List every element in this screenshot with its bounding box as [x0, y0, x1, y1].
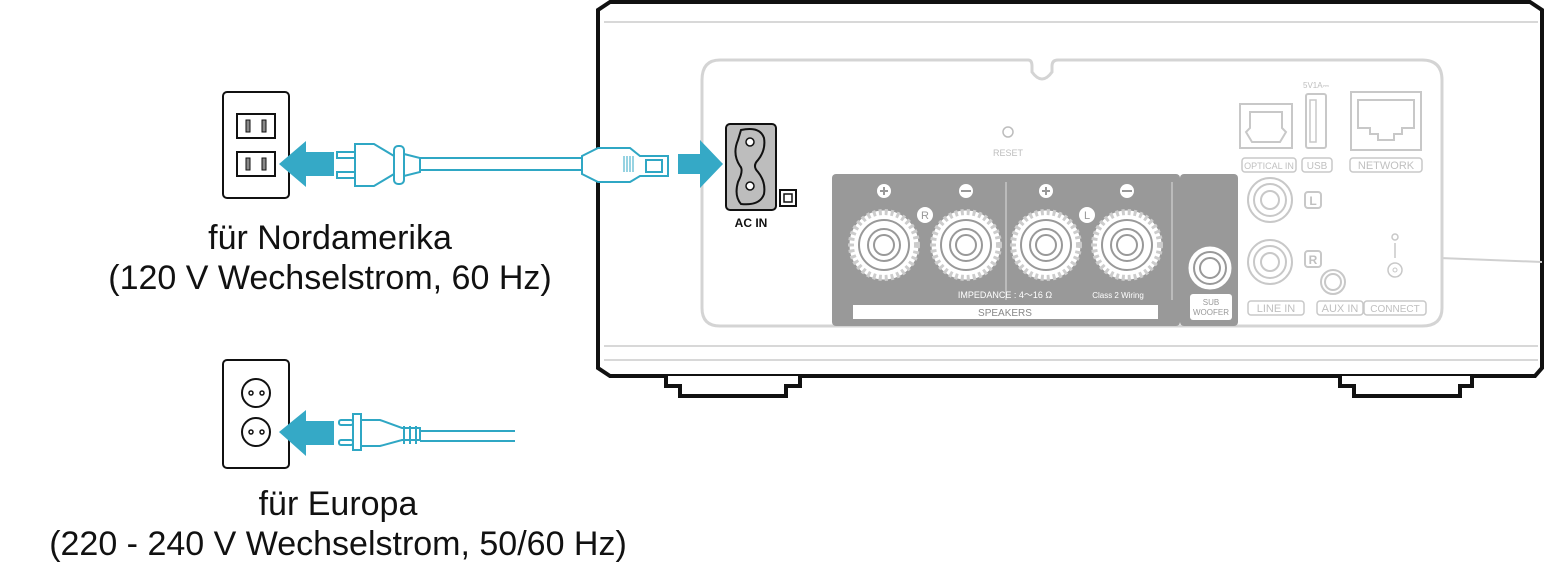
arrow-left-icon	[279, 141, 334, 187]
line-in-label-box	[1247, 300, 1305, 316]
right-channel-badge	[917, 207, 933, 223]
optical-port-shape	[1244, 111, 1288, 143]
arrow-left-icon	[279, 410, 334, 456]
optical-in-label: OPTICAL IN	[1244, 161, 1294, 171]
device-rear-panel: AC IN RESET	[596, 0, 1544, 398]
speaker-terminal-right-plus[interactable]	[848, 209, 920, 281]
class2-wiring-label: Class 2 Wiring	[1092, 291, 1144, 300]
connect-led-icon	[1391, 233, 1399, 241]
iec-connector-grip	[623, 156, 634, 172]
ac-in-socket[interactable]: AC IN	[725, 123, 797, 230]
reset-hole-icon[interactable]	[1002, 126, 1014, 138]
aux-in-jack[interactable]	[1320, 269, 1346, 295]
network-label-box	[1349, 157, 1423, 173]
double-insulation-icon-inner	[783, 193, 793, 203]
plug-strain-relief	[403, 152, 421, 178]
usb-tongue	[1309, 99, 1317, 143]
subwoofer-label-box	[1190, 294, 1232, 320]
network-port[interactable]	[1350, 91, 1422, 151]
caption-europe-line1: für Europa	[258, 485, 418, 523]
left-channel-badge-text: L	[1084, 210, 1090, 222]
outlet-plate	[222, 91, 290, 199]
polarity-marks	[877, 184, 1134, 198]
aux-in-label-box	[1316, 300, 1364, 316]
line-in-left-badge-text: L	[1309, 194, 1316, 208]
subwoofer-out-jack[interactable]	[1187, 245, 1233, 291]
aux-in-label: AUX IN	[1322, 303, 1359, 315]
caption-north-america-line2: (120 V Wechselstrom, 60 Hz)	[108, 259, 552, 297]
impedance-label: IMPEDANCE : 4～16 Ω	[958, 290, 1053, 300]
iec-connector-tip	[645, 159, 663, 173]
speaker-terminals: R L	[848, 207, 1163, 281]
connect-button-center	[1392, 267, 1398, 273]
line-in-label: LINE IN	[1257, 303, 1296, 315]
device-foot-left	[664, 376, 802, 398]
plus-icon	[877, 184, 891, 198]
power-cord	[419, 157, 583, 171]
europe-power-plug	[338, 413, 515, 451]
plug-grip-ridges	[403, 426, 417, 444]
line-in-right-jack[interactable]	[1247, 239, 1293, 285]
speaker-terminal-right-minus[interactable]	[930, 209, 1002, 281]
optical-in-port[interactable]	[1239, 103, 1293, 149]
connect-label: CONNECT	[1370, 304, 1419, 315]
outlet-plate	[222, 359, 290, 469]
usb-port[interactable]	[1305, 93, 1327, 149]
minus-icon	[959, 184, 973, 198]
rj45-shape	[1357, 99, 1415, 141]
speaker-terminal-left-minus[interactable]	[1091, 209, 1163, 281]
plug-flange	[393, 145, 405, 185]
caption-north-america-line1: für Nordamerika	[208, 219, 452, 257]
line-in-right-badge-text: R	[1309, 253, 1318, 267]
iec-connector	[581, 147, 669, 183]
left-channel-badge	[1079, 207, 1095, 223]
ac-in-label: AC IN	[735, 216, 768, 230]
caption-europe: für Europa (220 - 240 V Wechselstrom, 50…	[0, 484, 676, 564]
outlet-socket-bottom	[236, 151, 276, 177]
device-foot-right	[1338, 376, 1474, 398]
plus-icon	[1039, 184, 1053, 198]
right-channel-badge-text: R	[921, 210, 929, 222]
plug-pin-top	[338, 419, 354, 426]
europe-outlet	[222, 359, 290, 469]
usb-rating-label: 5V1A⎓	[1303, 81, 1330, 90]
ac-in-figure8-outline	[734, 128, 766, 206]
plug-body	[360, 419, 421, 447]
connect-button[interactable]	[1387, 233, 1403, 278]
line-in-left-badge	[1304, 191, 1322, 209]
connect-label-box	[1363, 300, 1427, 316]
plug-prong-bottom	[336, 171, 356, 179]
line-in-right-badge	[1304, 250, 1322, 268]
plug-prong-top	[336, 151, 356, 159]
speakers-label: SPEAKERS	[978, 308, 1032, 319]
plug-pin-bottom	[338, 439, 354, 446]
usb-label-box	[1301, 157, 1333, 173]
caption-north-america: für Nordamerika (120 V Wechselstrom, 60 …	[40, 218, 620, 298]
north-america-power-plug	[336, 143, 669, 187]
plug-body	[354, 143, 395, 187]
optical-in-label-box	[1241, 157, 1297, 173]
usb-label: USB	[1307, 161, 1328, 172]
housing-side-line	[1439, 257, 1543, 263]
north-america-outlet	[222, 91, 290, 199]
arrow-right-icon	[678, 140, 723, 188]
outlet-socket-top	[236, 113, 276, 139]
subwoofer-label-line1: SUB	[1203, 298, 1219, 307]
outlet-socket-bottom	[241, 417, 271, 447]
reset-label: RESET	[993, 148, 1024, 158]
minus-icon	[1120, 184, 1134, 198]
line-in-left-jack[interactable]	[1247, 177, 1293, 223]
ac-in-pin-top	[745, 137, 755, 147]
outlet-socket-top	[241, 378, 271, 408]
network-label: NETWORK	[1358, 160, 1415, 172]
speaker-terminal-left-plus[interactable]	[1010, 209, 1082, 281]
caption-europe-line2: (220 - 240 V Wechselstrom, 50/60 Hz)	[49, 525, 627, 563]
plug-flange	[352, 413, 362, 451]
reset-button[interactable]: RESET	[993, 126, 1024, 158]
speakers-label-bar	[853, 305, 1158, 319]
subwoofer-label-line2: WOOFER	[1193, 308, 1229, 317]
ac-in-pin-bottom	[745, 181, 755, 191]
